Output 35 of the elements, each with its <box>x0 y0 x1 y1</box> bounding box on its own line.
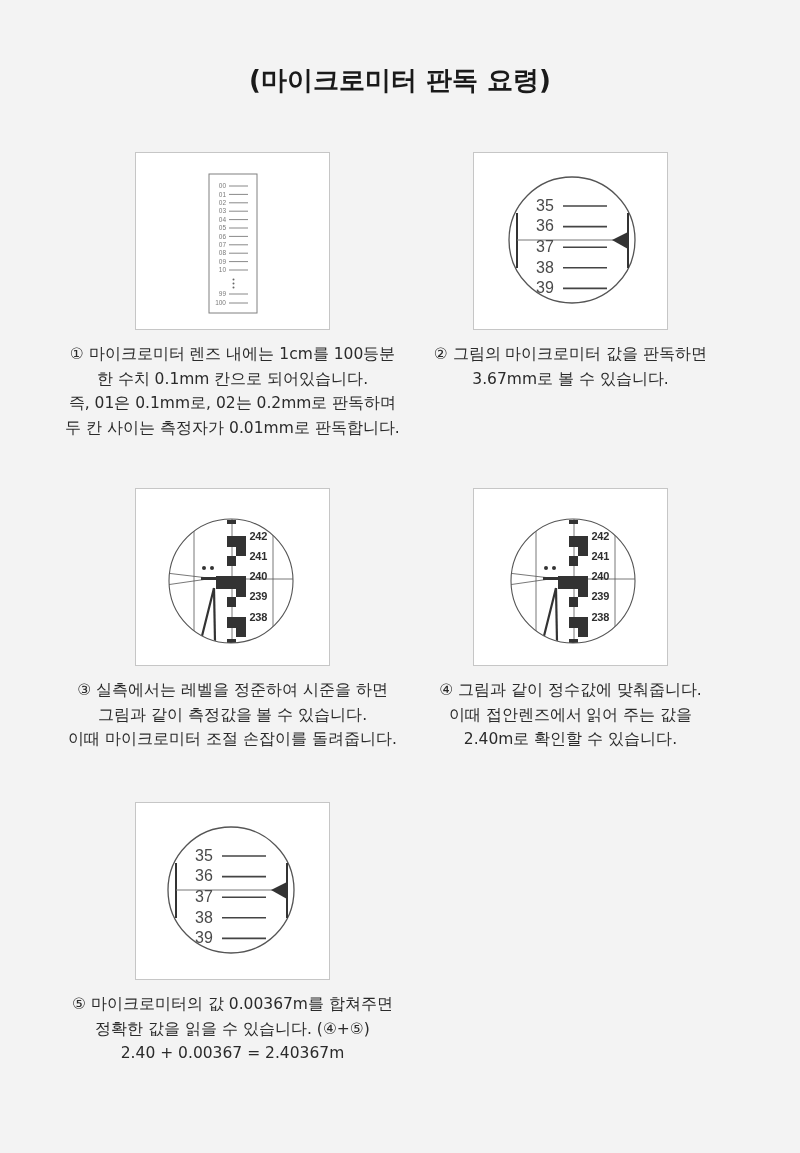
scale-number: 36 <box>536 217 554 236</box>
caption-text: ③ 실측에서는 레벨을 정준하여 시준을 하면 그림과 같이 측정값을 볼 수 있습니다. <box>76 680 389 726</box>
caption-text: ④ 그림과 같이 정수값에 맞춰줍니다. <box>439 680 702 701</box>
title: (마이크로미터 판독 요령) <box>249 64 551 97</box>
scale-number: 240 <box>249 570 267 583</box>
scale-number: 238 <box>249 610 267 624</box>
scale-number: 35 <box>536 196 554 216</box>
caption-text: 즉, 01은 0.1mm로, 02는 0.2mm로 판독하며 두 칸 사이는 측정자가 0.01mm로 판독합니다. <box>64 393 401 439</box>
scale-number: 37 <box>536 238 554 257</box>
scale-number: 35 <box>195 846 213 866</box>
caption-text: 이때 마이크로미터 조절 손잡이를 돌려줍니다. <box>68 729 397 750</box>
caption-text: ② 그림의 마이크로미터 값을 판독하면 3.67mm로 볼 수 있습니다. <box>432 344 709 390</box>
scale-number: 38 <box>195 908 213 927</box>
caption-text: 이때 접안렌즈에서 읽어 주는 값을 2.40m로 확인할 수 있습니다. <box>447 704 694 750</box>
scale-number: 238 <box>591 610 609 624</box>
scale-number: 239 <box>249 590 267 603</box>
scale-number: 38 <box>536 258 554 277</box>
caption-text: ⑤ 마이크로미터의 값 0.00367m를 합쳐주면 정확한 값을 읽을 수 있습니다. (④+⑤) <box>71 994 394 1040</box>
caption-text: 2.40 + 0.00367 = 2.40367m <box>120 1043 345 1064</box>
illustration-panel <box>135 488 330 666</box>
scale-number: 239 <box>591 590 609 603</box>
scale-number: 39 <box>536 279 554 298</box>
illustration-panel <box>135 802 330 980</box>
scale-number: 242 <box>249 529 267 543</box>
illustration-panel <box>135 152 330 330</box>
illustration-panel <box>473 152 668 330</box>
scale-number: 241 <box>249 549 267 563</box>
scale-number: 241 <box>591 549 609 563</box>
scale-number: 37 <box>195 888 213 907</box>
caption-text: ① 마이크로미터 렌즈 내에는 1cm를 100등분 한 수치 0.1mm 칸으로 되어있습니다. <box>68 344 397 390</box>
scale-number: 36 <box>195 867 213 886</box>
illustration-panel <box>473 488 668 666</box>
scale-number: 242 <box>591 529 609 543</box>
scale-number: 240 <box>591 570 609 583</box>
scale-number: 39 <box>195 929 213 948</box>
